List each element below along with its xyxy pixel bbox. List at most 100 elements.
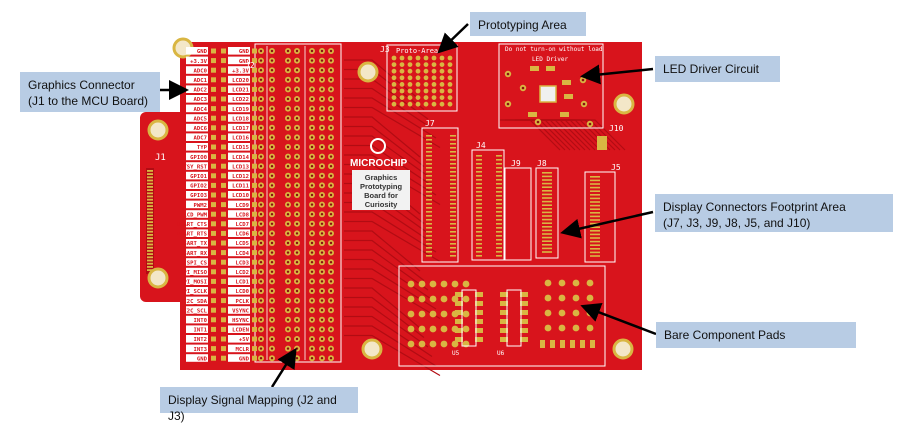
- svg-text:USART_CTS: USART_CTS: [177, 222, 208, 228]
- svg-text:LCD6: LCD6: [236, 232, 250, 238]
- refdes-j8: J8: [537, 159, 547, 168]
- svg-text:LCD18: LCD18: [232, 116, 249, 122]
- callout-graphics-connector: Graphics Connector (J1 to the MCU Board): [20, 72, 160, 112]
- callout-graphics-line-2: (J1 to the MCU Board): [28, 94, 149, 108]
- callout-led-driver: LED Driver Circuit: [655, 56, 780, 82]
- refdes-j1: J1: [155, 153, 166, 163]
- svg-text:LCD1: LCD1: [236, 280, 250, 286]
- logo-text: MICROCHIP: [350, 158, 408, 169]
- svg-text:LCD4: LCD4: [236, 251, 250, 257]
- signal-labels-right: GND GND +3.3V LCD20LCD21LCD22LCD19LCD18LCD1…: [228, 47, 250, 362]
- svg-text:ADC5: ADC5: [194, 116, 207, 122]
- refdes-u5: U5: [452, 350, 460, 357]
- svg-text:ADC6: ADC6: [194, 126, 208, 132]
- refdes-j5: J5: [611, 163, 621, 172]
- callout-graphics-line-1: Graphics Connector: [28, 78, 135, 92]
- refdes-j2: J2: [245, 61, 255, 70]
- callout-display-signal: Display Signal Mapping (J2 and J3): [160, 387, 358, 423]
- callout-prototyping-text: Prototyping Area: [478, 18, 567, 32]
- svg-text:INT1: INT1: [194, 328, 208, 334]
- svg-text:LCD10: LCD10: [232, 193, 249, 199]
- svg-text:LCD21: LCD21: [232, 88, 249, 94]
- svg-text:ADC1: ADC1: [194, 78, 208, 84]
- svg-text:LCD8: LCD8: [236, 212, 250, 218]
- svg-text:INT3: INT3: [194, 347, 207, 353]
- svg-text:LCD16: LCD16: [232, 136, 249, 142]
- svg-text:LCD0: LCD0: [236, 289, 250, 295]
- svg-text:ADC0: ADC0: [194, 68, 208, 74]
- led-driver-label: LED Driver: [532, 56, 569, 63]
- svg-text:LCD5: LCD5: [236, 241, 249, 247]
- callout-prototyping-area: Prototyping Area: [470, 12, 586, 36]
- svg-text:LCD14: LCD14: [232, 155, 249, 161]
- svg-text:PCLK: PCLK: [236, 299, 250, 305]
- board-title-line-4: Curiosity: [365, 200, 398, 209]
- signal-labels-left: GND +3.3V ADC0ADC1ADC2ADC3ADC4ADC5ADC6ADC7…: [177, 47, 208, 362]
- svg-text:GPIO0: GPIO0: [190, 155, 207, 161]
- refdes-j4: J4: [476, 141, 486, 150]
- svg-text:LCD_PWM: LCD_PWM: [183, 212, 207, 218]
- svg-text:+3.3V: +3.3V: [232, 68, 249, 74]
- svg-text:ADC2: ADC2: [194, 88, 207, 94]
- svg-text:USART_RTS: USART_RTS: [177, 232, 208, 238]
- svg-text:INT0: INT0: [194, 318, 208, 324]
- svg-text:GPIO3: GPIO3: [190, 193, 207, 199]
- svg-text:+5V: +5V: [239, 337, 250, 343]
- arrow-signal: [270, 347, 297, 388]
- svg-text:GPIO2: GPIO2: [190, 184, 207, 190]
- svg-text:SPI_SCLK: SPI_SCLK: [180, 289, 208, 295]
- svg-text:ADC7: ADC7: [194, 136, 207, 142]
- svg-text:GPIO1: GPIO1: [190, 174, 207, 180]
- refdes-u6: U6: [497, 350, 505, 357]
- svg-text:LCD12: LCD12: [232, 174, 249, 180]
- led-warning-text: Do not turn-on without load: [505, 46, 603, 53]
- svg-text:SPI_CS: SPI_CS: [187, 260, 208, 266]
- svg-text:GND: GND: [197, 356, 208, 362]
- svg-text:+3.3V: +3.3V: [190, 59, 207, 65]
- svg-text:LCD22: LCD22: [232, 97, 249, 103]
- svg-text:INT2: INT2: [194, 337, 207, 343]
- svg-text:ADC4: ADC4: [194, 107, 208, 113]
- svg-text:HSYNC: HSYNC: [232, 318, 249, 324]
- svg-text:TYP: TYP: [197, 145, 208, 151]
- board-title-block: [352, 170, 410, 210]
- board-title-line-3: Board for: [364, 191, 398, 200]
- led-driver-area: [498, 43, 604, 129]
- svg-text:MCLR: MCLR: [236, 347, 250, 353]
- svg-text:SPI_MOSI: SPI_MOSI: [180, 280, 207, 286]
- svg-text:GND: GND: [239, 59, 250, 65]
- svg-text:PWM2: PWM2: [194, 203, 207, 209]
- j2-j3-pin-headers: [211, 46, 334, 362]
- bare-pads-area: [398, 265, 606, 367]
- display-connector-footprints: [421, 127, 616, 263]
- svg-text:LCD13: LCD13: [232, 164, 249, 170]
- svg-text:USART_TX: USART_TX: [180, 241, 208, 247]
- refdes-j7: J7: [425, 119, 435, 128]
- svg-text:I2C_SDA: I2C_SDA: [183, 299, 207, 305]
- callout-display-line-1: Display Connectors Footprint Area: [663, 200, 846, 214]
- svg-text:LCD20: LCD20: [232, 78, 249, 84]
- svg-text:LCD19: LCD19: [232, 107, 249, 113]
- callout-led-text: LED Driver Circuit: [663, 62, 760, 76]
- svg-text:BTSY_RST: BTSY_RST: [180, 164, 208, 170]
- arrow-prototyping: [437, 23, 469, 54]
- proto-area: [386, 44, 458, 112]
- svg-text:LCD3: LCD3: [236, 260, 249, 266]
- svg-text:LCD17: LCD17: [232, 126, 249, 132]
- svg-text:I2C_SCL: I2C_SCL: [183, 308, 207, 314]
- arrow-display: [560, 210, 654, 239]
- proto-label: Proto-Area: [396, 47, 438, 55]
- svg-text:ADC3: ADC3: [194, 97, 207, 103]
- svg-text:LCD2: LCD2: [236, 270, 249, 276]
- svg-text:LCD7: LCD7: [236, 222, 249, 228]
- refdes-j10: J10: [609, 124, 624, 133]
- svg-text:LCD9: LCD9: [236, 203, 250, 209]
- callout-bare-text: Bare Component Pads: [664, 328, 786, 342]
- svg-text:GND: GND: [239, 356, 250, 362]
- microchip-logo: MICROCHIP: [350, 138, 408, 169]
- svg-text:GND: GND: [239, 49, 250, 55]
- board-title-line-2: Prototyping: [360, 182, 402, 191]
- board-title-line-1: Graphics: [365, 173, 398, 182]
- svg-text:VSYNC: VSYNC: [232, 308, 249, 314]
